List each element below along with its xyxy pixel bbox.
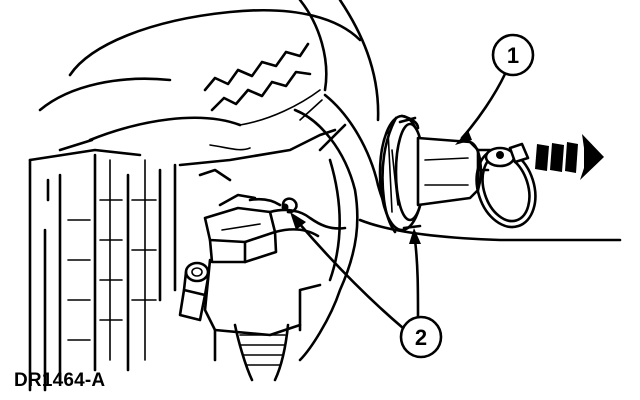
callout-2-label: 2 bbox=[415, 325, 427, 350]
pull-ring bbox=[475, 142, 537, 229]
connector-plug bbox=[416, 136, 483, 207]
pull-direction-arrow-icon bbox=[535, 134, 604, 180]
bolt bbox=[178, 261, 210, 322]
grommet bbox=[281, 197, 298, 214]
valve-body bbox=[28, 128, 337, 392]
figure-id-label: DR1464-A bbox=[14, 370, 106, 391]
callout-2: 2 bbox=[290, 212, 443, 359]
harness-connector bbox=[203, 193, 347, 264]
lower-assembly bbox=[203, 258, 322, 382]
callout-1: 1 bbox=[455, 33, 535, 145]
clutch-drum bbox=[38, 0, 380, 152]
callout-1-label: 1 bbox=[507, 43, 519, 68]
